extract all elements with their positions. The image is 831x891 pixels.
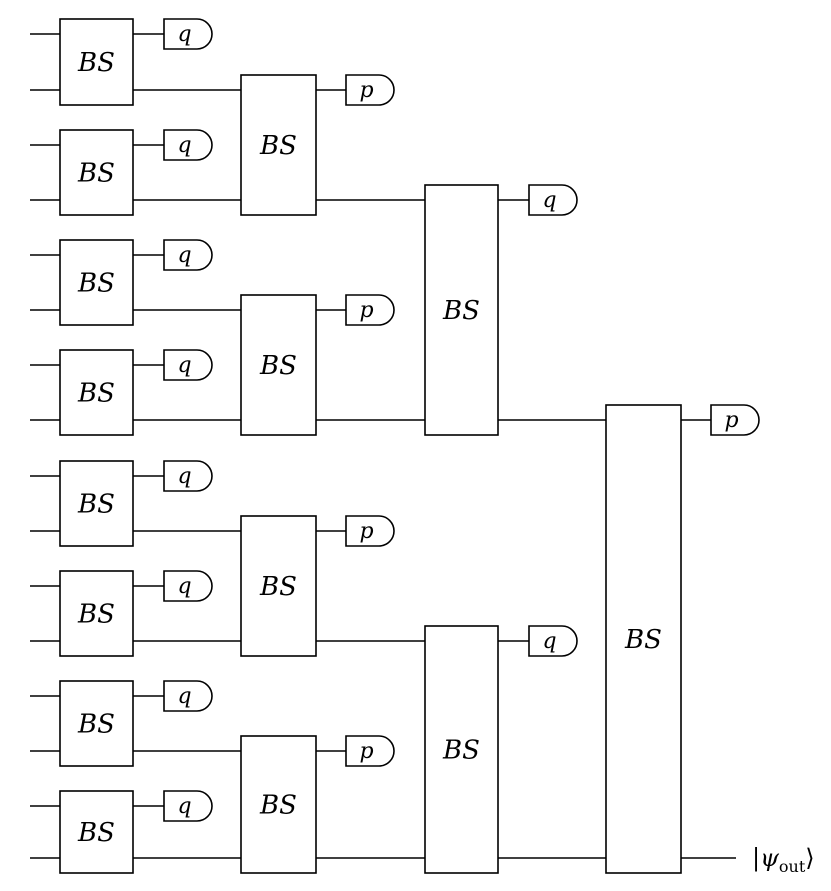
beam-splitter-stage3: BS	[424, 184, 499, 436]
detector-body	[163, 680, 213, 712]
detector-label: p	[359, 739, 373, 764]
beam-splitter-stage3: BS	[424, 625, 499, 874]
detector-label: q	[177, 684, 191, 709]
beam-splitter-label: BS	[259, 131, 297, 161]
detector-label: q	[177, 243, 191, 268]
detector-label: q	[542, 629, 556, 654]
beam-splitter-box	[59, 570, 134, 657]
detector-stage1: q	[163, 129, 213, 161]
beam-splitter-box	[424, 625, 499, 874]
output-close-angle: ⟩	[805, 844, 814, 872]
output-state-label: |ψout⟩	[752, 844, 815, 876]
detector-body	[163, 570, 213, 602]
beam-splitter-box	[59, 790, 134, 874]
beam-splitter-label: BS	[77, 818, 115, 848]
detector-stage1: q	[163, 790, 213, 822]
detector-stage1: q	[163, 460, 213, 492]
detector-label: q	[177, 794, 191, 819]
detector-body	[345, 735, 395, 767]
detector-stage4: p	[710, 404, 760, 436]
beam-splitter-box	[424, 184, 499, 436]
beam-splitter-label: BS	[77, 159, 115, 189]
beam-splitter-box	[59, 129, 134, 216]
detector-body	[163, 129, 213, 161]
beam-splitter-stage1: BS	[59, 790, 134, 874]
detector-body	[345, 294, 395, 326]
wires	[30, 33, 736, 859]
detector-label: p	[724, 408, 738, 433]
detector-body	[163, 239, 213, 271]
beam-splitter-label: BS	[442, 296, 480, 326]
detector-body	[163, 460, 213, 492]
beam-splitter-stage1: BS	[59, 18, 134, 106]
beam-splitter-stage1: BS	[59, 460, 134, 547]
detector-body	[528, 184, 578, 216]
beam-splitter-stage1: BS	[59, 570, 134, 657]
beam-splitter-stage2: BS	[240, 294, 317, 436]
detector-body	[345, 515, 395, 547]
beam-splitter-label: BS	[77, 269, 115, 299]
beam-splitter-box	[59, 349, 134, 436]
beam-splitter-box	[59, 239, 134, 326]
detector-body	[163, 18, 213, 50]
beam-splitter-label: BS	[77, 490, 115, 520]
output-open-bar: |	[752, 844, 760, 873]
detectors: q q q q q q q q p p p p q q p	[163, 18, 760, 822]
detector-body	[163, 790, 213, 822]
detector-label: p	[359, 298, 373, 323]
detector-body	[528, 625, 578, 657]
detector-stage2: p	[345, 294, 395, 326]
detector-body	[345, 74, 395, 106]
detector-stage2: p	[345, 74, 395, 106]
beam-splitter-label: BS	[624, 625, 662, 655]
beam-splitter-box	[240, 735, 317, 874]
detector-label: q	[177, 353, 191, 378]
beam-splitter-stage2: BS	[240, 735, 317, 874]
beam-splitter-label: BS	[442, 736, 480, 766]
detector-label: q	[177, 133, 191, 158]
detector-stage1: q	[163, 570, 213, 602]
detector-stage1: q	[163, 349, 213, 381]
beam-splitter-box	[59, 18, 134, 106]
beam-splitter-label: BS	[77, 710, 115, 740]
beam-splitter-label: BS	[77, 600, 115, 630]
detector-label: p	[359, 519, 373, 544]
beam-splitter-box	[240, 74, 317, 216]
beam-splitter-label: BS	[77, 48, 115, 78]
beam-splitter-stage4: BS	[605, 404, 682, 874]
detector-label: q	[177, 464, 191, 489]
beam-splitter-label: BS	[259, 791, 297, 821]
detector-stage1: q	[163, 18, 213, 50]
detector-label: p	[359, 78, 373, 103]
beam-splitter-box	[240, 515, 317, 657]
beam-splitters: BS BS BS BS BS BS BS BS BS BS BS BS BS BS BS	[59, 18, 682, 874]
detector-stage3: q	[528, 625, 578, 657]
beam-splitter-stage1: BS	[59, 129, 134, 216]
output-psi: ψ	[760, 844, 780, 872]
beam-splitter-label: BS	[77, 379, 115, 409]
beam-splitter-label: BS	[259, 572, 297, 602]
detector-body	[163, 349, 213, 381]
beam-splitter-box	[59, 680, 134, 767]
beam-splitter-box	[605, 404, 682, 874]
beam-splitter-stage1: BS	[59, 349, 134, 436]
detector-stage3: q	[528, 184, 578, 216]
beam-splitter-stage2: BS	[240, 515, 317, 657]
beam-splitter-stage2: BS	[240, 74, 317, 216]
detector-label: q	[542, 188, 556, 213]
beam-splitter-stage1: BS	[59, 239, 134, 326]
detector-body	[710, 404, 760, 436]
output-subscript: out	[779, 857, 806, 876]
beam-splitter-box	[240, 294, 317, 436]
detector-stage2: p	[345, 515, 395, 547]
detector-stage2: p	[345, 735, 395, 767]
detector-stage1: q	[163, 680, 213, 712]
detector-label: q	[177, 22, 191, 47]
beam-splitter-stage1: BS	[59, 680, 134, 767]
beam-splitter-box	[59, 460, 134, 547]
beam-splitter-label: BS	[259, 351, 297, 381]
detector-label: q	[177, 574, 191, 599]
detector-stage1: q	[163, 239, 213, 271]
